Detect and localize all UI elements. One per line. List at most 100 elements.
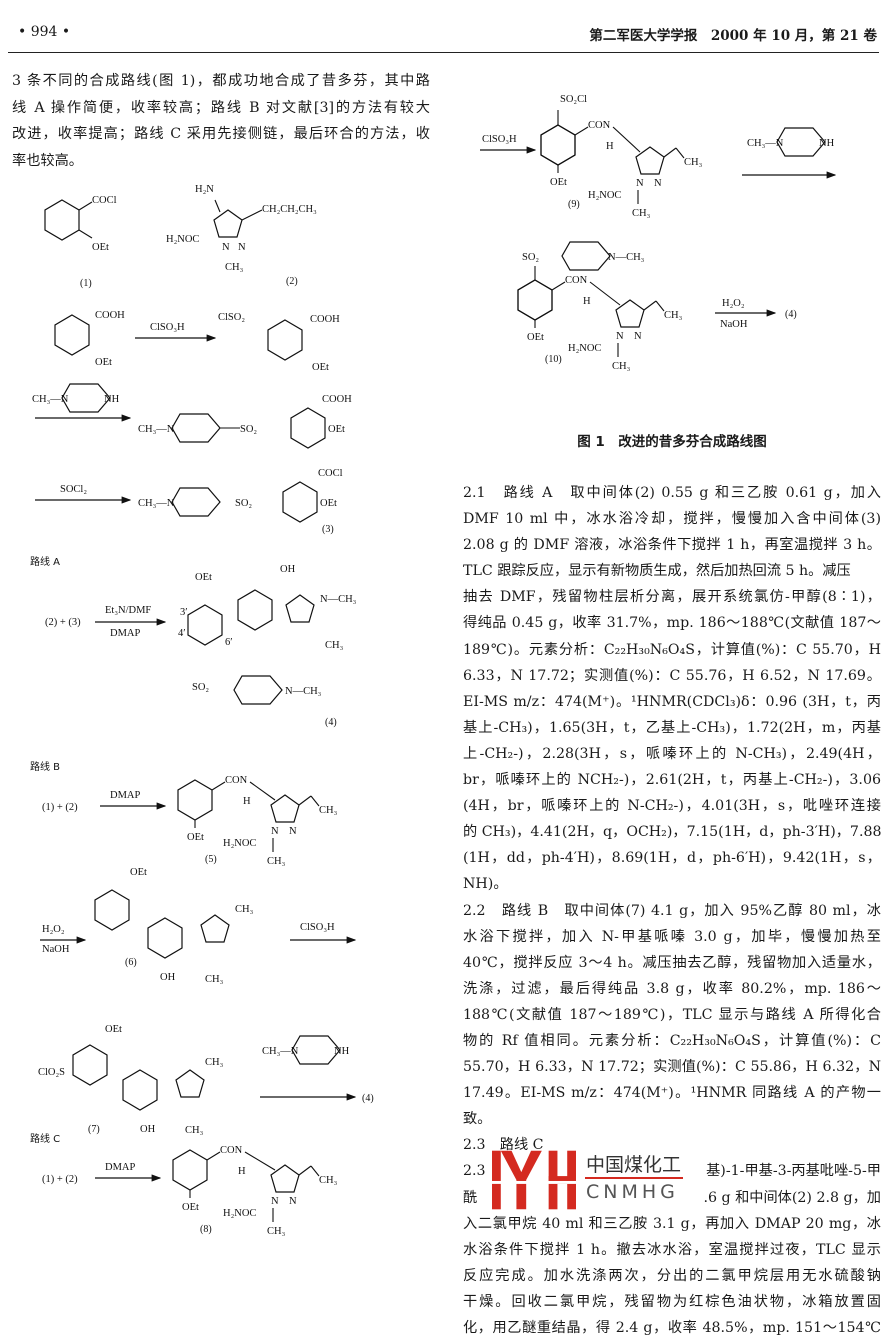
label-H2NOC: H₂NOC	[588, 190, 621, 201]
page-number: • 994 •	[18, 24, 71, 40]
label-OEt: OEt	[320, 498, 337, 509]
text-line: br，哌嗪环上的 NCH₂-)，2.61(2H，t，丙基上-CH₂-)，3.06	[463, 772, 881, 789]
label-OEt: OEt	[105, 1024, 122, 1035]
text-fragment: 基)-1-甲基-3-丙基吡唑-5-甲	[706, 1163, 881, 1180]
label-ClO2S: ClO₂S	[38, 1067, 65, 1078]
label-ClSO3H: ClSO₃H	[300, 922, 335, 933]
label-CH3: CH₃	[664, 310, 683, 321]
label-H: H	[583, 296, 591, 307]
bond	[612, 126, 641, 153]
benzene-ring	[290, 407, 326, 449]
pyrazole-ring	[270, 1164, 300, 1193]
label-sum23: (2) + (3)	[45, 617, 81, 628]
route-a-heading: 路线 A	[30, 555, 60, 568]
label-OEt: OEt	[95, 357, 112, 368]
text-line: 188℃(文献值 187～189℃)，TLC 显示与路线 A 所得化合	[463, 1006, 881, 1023]
benzene-ring	[540, 124, 576, 166]
label-OEt: OEt	[92, 242, 109, 253]
label-H2NOC: H₂NOC	[223, 838, 256, 849]
compound-label: (6)	[125, 957, 137, 968]
text-line: 的 CH₃)，4.41(2H，q，OCH₂)，7.15(1H，d，ph-3′H)…	[463, 824, 882, 841]
label-OEt: OEt	[312, 362, 329, 373]
text-line: (1H，dd，ph-4′H)，8.69(1H，d，ph-6′H)，9.42(1H…	[463, 850, 881, 867]
label-NH: NH	[104, 394, 120, 405]
benzene-ring	[517, 279, 553, 321]
compound-label: (4)	[325, 717, 337, 728]
label-p3: 3′	[180, 607, 188, 618]
label-H2O2: H₂O₂	[42, 924, 65, 935]
label-N: N	[222, 242, 230, 253]
benzene-ring	[94, 889, 130, 931]
piperazine-ring	[171, 487, 221, 517]
label-SO2: SO₂	[240, 424, 257, 435]
label-N: N	[271, 1196, 279, 1207]
bond	[551, 281, 566, 291]
figure-caption: 图 1 改进的昔多芬合成路线图	[577, 434, 767, 450]
text-line: 上-CH₂-)，2.28(3H，s，哌嗪环上的 N-CH₃)，2.49(4H，	[463, 745, 881, 762]
text-fragment: 酰	[463, 1189, 478, 1206]
label-CON: CON	[565, 275, 588, 286]
label-NH: NH	[819, 138, 835, 149]
bond	[298, 1165, 312, 1176]
pyrimidine-ring	[147, 917, 183, 959]
label-OEt: OEt	[328, 424, 345, 435]
benzene-ring	[540, 124, 576, 166]
label-CH3: CH₃	[319, 1175, 338, 1186]
label-CH3: CH₃	[325, 640, 344, 651]
bond	[643, 300, 657, 311]
text-line: 物的 Rf 值相同。元素分析：C₂₂H₃₀N₆O₄S，计算值(%)：C	[463, 1032, 881, 1049]
label-CH3: CH₃	[205, 974, 224, 985]
bond	[244, 1151, 276, 1171]
label-ClSO3H: ClSO₃H	[150, 322, 185, 333]
benzene-ring	[72, 1044, 108, 1086]
text-line: 6.33，N 17.72；实测值(%)：C 55.76，H 6.52，N 17.…	[463, 667, 881, 684]
compound-label: (4)	[362, 1093, 374, 1104]
label-OEt: OEt	[550, 177, 567, 188]
pyrazole-ring	[635, 146, 665, 175]
label-CH3: CH₃	[205, 1057, 224, 1068]
benzene-ring	[187, 604, 223, 646]
label-COOH: COOH	[310, 314, 340, 325]
text-line: 189℃)。元素分析：C₂₂H₃₀N₆O₄S，计算值(%)：C 55.70，H	[463, 641, 881, 658]
label-H: H	[238, 1166, 246, 1177]
label-COOH: COOH	[95, 310, 125, 321]
text-line: 水浴下搅拌，加入 N-甲基哌嗪 3.0 g，加毕，慢慢加热至	[463, 928, 881, 945]
text-line: (4H，br，哌嗪环上的 N-CH₂-)，4.01(3H，s，吡唑环连接	[463, 798, 881, 815]
text-line: 2.3 基)-1-甲基-3-丙基吡唑-5-甲	[463, 1158, 881, 1184]
text-line: 率也较高。	[12, 152, 83, 169]
text-line: TLC 跟踪反应，显示有新物质生成，然后加热回流 5 h。减压	[463, 563, 851, 580]
bond	[655, 300, 665, 312]
text-line: 洗涤，过滤，最后得纯品 3.8 g，收率 80.2%，mp. 186～	[463, 980, 881, 997]
benzene-ring	[517, 279, 553, 321]
label-Et3N_DMF: Et₃N/DMF	[105, 605, 151, 616]
compound-label: (8)	[200, 1224, 212, 1235]
running-header: 第二军医大学学报 2000 年 10 月，第 21 卷	[589, 28, 877, 44]
label-N: N	[289, 826, 297, 837]
text-line: DMF 10 ml 中，冰水浴冷却，搅拌，慢慢加入含中间体(3)	[463, 511, 881, 528]
label-CH3: CH₃	[185, 1125, 204, 1136]
text-line: 55.70，H 6.33，N 17.72；实测值(%)：C 55.86，H 6.…	[463, 1059, 881, 1076]
text-fragment: 2.3	[463, 1163, 486, 1180]
label-OEt: OEt	[187, 832, 204, 843]
compound-label: (4)	[785, 309, 797, 320]
label-CH3: CH₃	[225, 262, 244, 273]
text-line: EI-MS m/z：474(M⁺)。¹HNMR(CDCl₃)δ：0.96 (3H…	[463, 693, 881, 710]
label-CH3N: CH₃—N	[138, 498, 175, 509]
label-CON: CON	[588, 120, 611, 131]
text-line: 得纯品 0.45 g，收率 31.7%，mp. 186～188℃(文献值 187…	[463, 615, 881, 632]
label-CH3: CH₃	[235, 904, 254, 915]
bond	[310, 1165, 320, 1177]
bond	[211, 781, 226, 791]
bond	[663, 147, 677, 158]
text-fragment: .6 g 和中间体(2) 2.8 g，加	[703, 1189, 881, 1206]
label-DMAP: DMAP	[110, 790, 141, 801]
watermark-rule	[585, 1177, 683, 1179]
label-CON: CON	[225, 775, 248, 786]
pyrazole-ring	[200, 914, 230, 943]
pyrazole-ring	[175, 1069, 205, 1098]
label-N: N	[271, 826, 279, 837]
compound-label: (7)	[88, 1124, 100, 1135]
text-line: 水浴条件下搅拌 1 h。撤去冰水浴，室温搅拌过夜，TLC 显示	[463, 1241, 881, 1258]
